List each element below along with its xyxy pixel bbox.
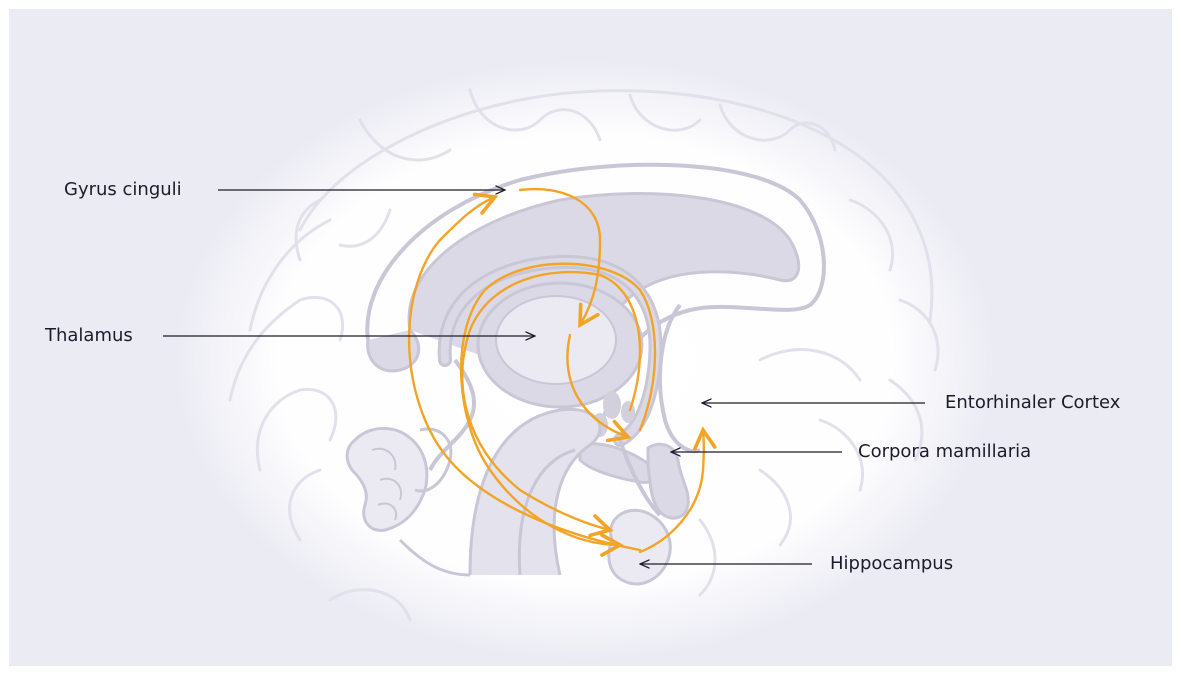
label-thalamus: Thalamus <box>45 325 133 347</box>
label-entorhinaler-cortex: Entorhinaler Cortex <box>945 392 1120 414</box>
label-gyrus-cinguli: Gyrus cinguli <box>64 179 182 201</box>
label-hippocampus: Hippocampus <box>830 553 953 575</box>
label-corpora-mamillaria: Corpora mamillaria <box>858 441 1031 463</box>
